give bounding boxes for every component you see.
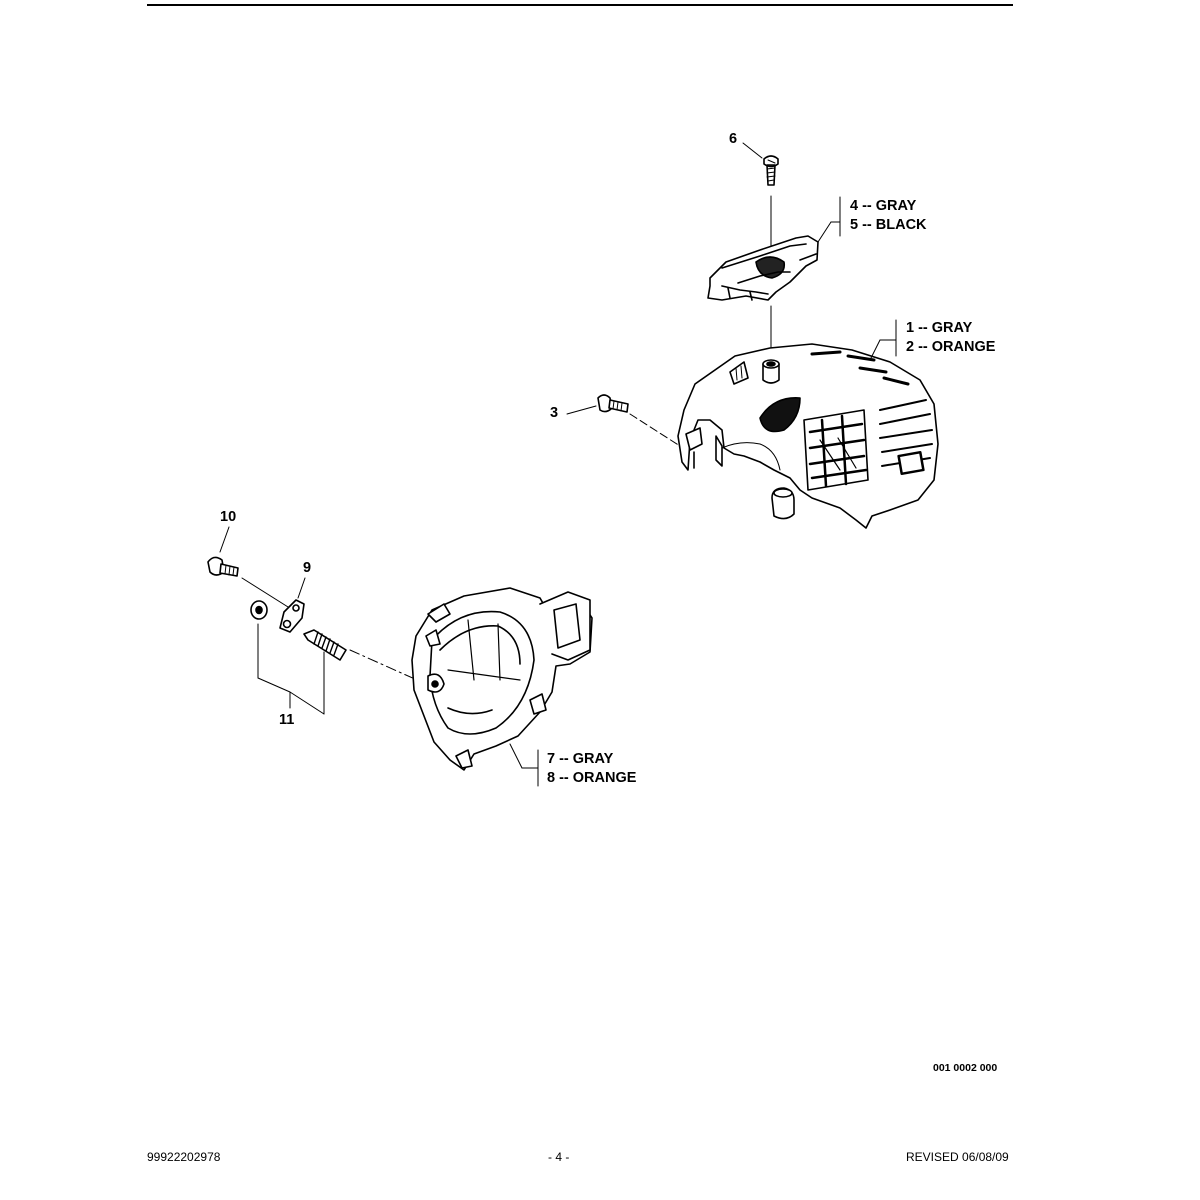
washer-spring-part-11 bbox=[250, 600, 427, 715]
footer-part-number: 99922202978 bbox=[147, 1150, 221, 1164]
callout-8-orange: 8 -- ORANGE bbox=[547, 770, 637, 786]
callout-6: 6 bbox=[729, 131, 738, 147]
screw-part-6 bbox=[742, 142, 779, 256]
callout-7-gray: 7 -- GRAY bbox=[547, 751, 614, 767]
footer-page-number: - 4 - bbox=[548, 1150, 570, 1164]
callout-5-black: 5 -- BLACK bbox=[850, 217, 927, 233]
gasket-part-9 bbox=[279, 577, 306, 633]
callout-11: 11 bbox=[279, 712, 295, 728]
screw-part-10 bbox=[207, 526, 297, 613]
fan-housing-part-7-8 bbox=[411, 587, 593, 787]
footer-revised-date: REVISED 06/08/09 bbox=[906, 1150, 1009, 1164]
header-rule bbox=[147, 4, 1013, 6]
callout-2-orange: 2 -- ORANGE bbox=[906, 339, 996, 355]
callout-10: 10 bbox=[220, 509, 237, 525]
cylinder-cover-part-1-2 bbox=[677, 319, 939, 529]
top-cover-part-4-5 bbox=[707, 196, 841, 353]
callout-3: 3 bbox=[550, 405, 559, 421]
figure-code: 001 0002 000 bbox=[933, 1062, 998, 1074]
callout-4-gray: 4 -- GRAY bbox=[850, 198, 917, 214]
bolt-part-3 bbox=[566, 394, 681, 447]
callout-9: 9 bbox=[303, 560, 312, 576]
callout-1-gray: 1 -- GRAY bbox=[906, 320, 973, 336]
